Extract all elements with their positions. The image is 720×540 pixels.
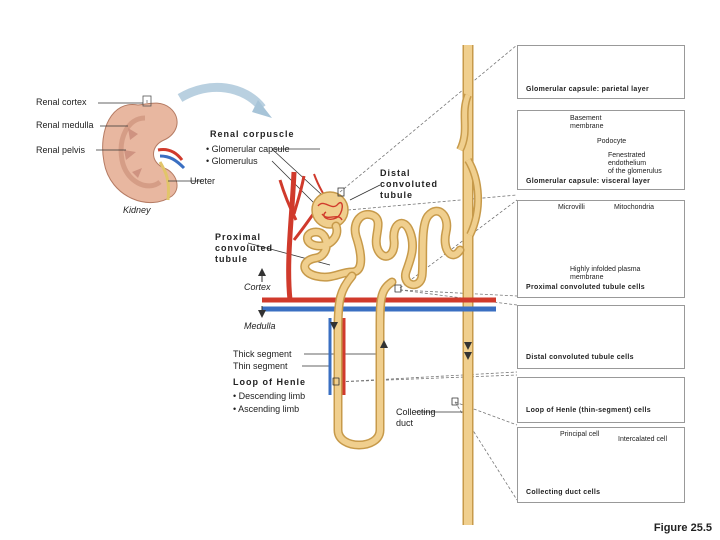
infolded-membrane-label: Highly infolded plasma membrane [570,266,641,281]
connector-lines [146,44,518,501]
collecting-duct-label: Collecting duct [396,407,436,428]
thin-segment-label: Thin segment [233,361,288,371]
panel-parietal-layer [517,45,685,99]
mitochondria-label: Mitochondria [614,204,655,211]
principal-cell-label: Principal cell [560,431,600,438]
loop-of-henle-label: Loop of Henle [233,377,306,387]
panel-visceral-layer [517,110,685,190]
nephron-tubules [300,206,465,450]
renal-pelvis-label: Renal pelvis [36,145,86,155]
pct-label: Proximal convoluted tubule [215,232,274,264]
fenestrated-endothelium-label: Fenestrated endothelium of the glomerulu… [608,152,662,175]
renal-corpuscle-label: Renal corpuscle [210,129,295,139]
intercalated-cell-label: Intercalated cell [618,436,668,443]
descending-limb-label: • Descending limb [233,391,306,401]
podocyte-label: Podocyte [597,138,627,145]
basement-membrane-label: Basement membrane [570,115,604,130]
ascending-limb-label: • Ascending limb [233,404,300,414]
zoom-arrow-head [252,100,272,118]
kidney-label: Kidney [123,205,151,215]
glomerulus-label: • Glomerulus [206,156,258,166]
figure-caption: Figure 25.5 [653,522,712,534]
dct-label: Distal convoluted tubule [380,168,439,200]
renal-cortex-label: Renal cortex [36,97,87,107]
loop-cells-label: Loop of Henle (thin-segment) cells [526,407,651,414]
renal-medulla-label: Renal medulla [36,120,94,130]
ureter-label: Ureter [190,176,216,186]
thick-segment-label: Thick segment [233,349,292,359]
glomerular-capsule-label: • Glomerular capsule [206,144,290,154]
microvilli-label: Microvilli [558,204,585,211]
visceral-layer-label: Glomerular capsule: visceral layer [526,178,651,185]
dct-cells-label: Distal convoluted tubule cells [526,354,634,361]
panel-dct-cells [517,305,685,369]
renal-corpuscle [311,187,349,229]
cd-cells-label: Collecting duct cells [526,489,601,496]
panel-cd-cells [517,427,685,503]
panel-pct-cells [517,200,685,298]
cortex-label: Cortex [244,282,271,292]
panel-loop-cells [517,377,685,423]
kidney-illustration [102,95,186,204]
zoom-arrow [177,82,266,111]
parietal-layer-label: Glomerular capsule: parietal layer [526,86,650,93]
collecting-duct [456,45,482,525]
pct-cells-label: Proximal convoluted tubule cells [526,284,645,291]
medulla-label: Medulla [244,321,276,331]
